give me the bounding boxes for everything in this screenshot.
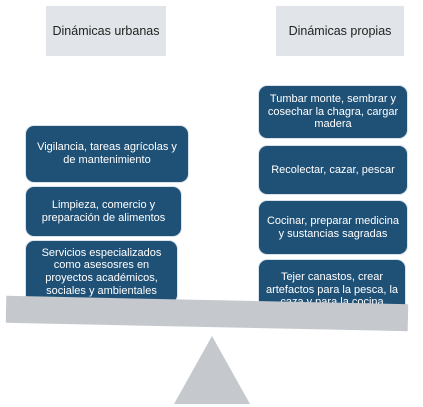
header-urban-dynamics-label: Dinámicas urbanas	[52, 24, 160, 38]
header-urban-dynamics: Dinámicas urbanas	[46, 6, 166, 56]
header-own-dynamics: Dinámicas propias	[276, 6, 404, 56]
urban-activity-card: Limpieza, comercio y preparación de alim…	[25, 186, 182, 237]
balance-fulcrum	[174, 336, 250, 404]
own-activity-card: Recolectar, cazar, pescar	[258, 145, 408, 195]
own-activity-card: Cocinar, preparar medicina y sustancias …	[258, 200, 408, 255]
urban-activity-card: Vigilancia, tareas agrícolas y de manten…	[25, 125, 189, 183]
own-activity-card: Tumbar monte, sembrar y cosechar la chag…	[258, 85, 408, 139]
urban-activity-card: Servicios especializados como asesosres …	[25, 240, 178, 304]
header-own-dynamics-label: Dinámicas propias	[288, 24, 392, 38]
